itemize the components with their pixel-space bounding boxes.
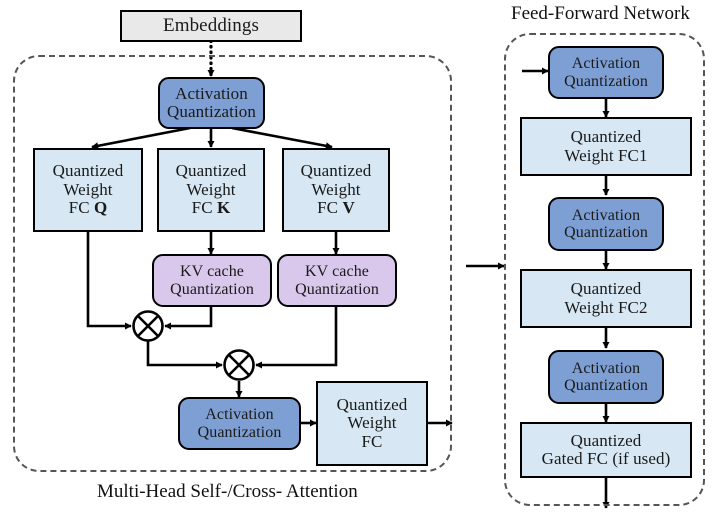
attention-activation-quantization-out: Activation Quantization — [178, 397, 301, 450]
ffn2-line1: Quantized — [570, 127, 642, 147]
kv2-line2: Quantization — [295, 280, 379, 298]
ffn4-line1: Quantized — [570, 279, 642, 299]
fck-line2: Weight — [186, 179, 236, 199]
ffn6-line1: Quantized — [570, 430, 642, 450]
ffn4-line2: Weight FC2 — [564, 297, 648, 317]
kv2-line1: KV cache — [304, 263, 370, 281]
kv1-line2: Quantization — [170, 280, 254, 298]
aq-top-line2: Quantization — [166, 102, 256, 121]
fcv-line2: Weight — [311, 179, 361, 199]
fcq-line2: Weight — [63, 179, 113, 199]
ffn-panel-title: Feed-Forward Network — [511, 3, 690, 24]
kv-cache-quantization-2: KV cache Quantization — [277, 254, 397, 307]
ffn2-line2: Weight FC1 — [564, 145, 648, 165]
kv1-line1: KV cache — [179, 263, 245, 281]
attention-activation-quantization-top: Activation Quantization — [158, 77, 265, 129]
embeddings-box: Embeddings — [120, 10, 302, 42]
quantized-weight-fc-k: Quantized Weight FC K — [157, 148, 265, 232]
ffn6-line2: Gated FC (if used) — [541, 449, 671, 468]
aq-out-line2: Quantization — [197, 423, 282, 441]
fcv-line1: Quantized — [300, 161, 372, 181]
ffn1-line2: Quantization — [564, 72, 648, 90]
outfc-line2: Weight — [347, 413, 397, 433]
fcv-line3: FC V — [317, 198, 355, 218]
fcq-line3: FC Q — [68, 198, 108, 218]
ffn-quantized-weight-fc2: Quantized Weight FC2 — [520, 269, 692, 328]
ffn-panel — [504, 33, 705, 506]
fcq-line1: Quantized — [52, 161, 124, 181]
ffn-activation-quantization-3: Activation Quantization — [548, 350, 664, 404]
ffn3-line1: Activation — [571, 206, 641, 224]
ffn5-line2: Quantization — [564, 377, 648, 394]
attention-output-fc: Quantized Weight FC — [316, 381, 428, 466]
fck-line3: FC K — [191, 198, 231, 218]
ffn-activation-quantization-1: Activation Quantization — [548, 46, 664, 99]
ffn1-line1: Activation — [571, 55, 641, 73]
aq-top-line1: Activation — [175, 83, 248, 103]
outfc-line1: Quantized — [336, 394, 408, 414]
attention-panel — [13, 55, 452, 472]
quantized-weight-fc-v: Quantized Weight FC V — [282, 148, 390, 232]
ffn-quantized-weight-fc1: Quantized Weight FC1 — [520, 117, 692, 176]
embeddings-label: Embeddings — [163, 14, 259, 36]
attention-panel-title: Multi-Head Self-/Cross- Attention — [97, 481, 358, 502]
ffn-activation-quantization-2: Activation Quantization — [548, 197, 664, 251]
outfc-line3: FC — [361, 431, 383, 451]
aq-out-line1: Activation — [205, 406, 274, 424]
ffn5-line1: Activation — [571, 359, 641, 377]
quantized-weight-fc-q: Quantized Weight FC Q — [33, 148, 143, 232]
kv-cache-quantization-1: KV cache Quantization — [152, 254, 272, 307]
ffn3-line2: Quantization — [564, 224, 648, 241]
ffn-quantized-gated-fc: Quantized Gated FC (if used) — [520, 422, 692, 478]
fck-line1: Quantized — [175, 161, 247, 181]
